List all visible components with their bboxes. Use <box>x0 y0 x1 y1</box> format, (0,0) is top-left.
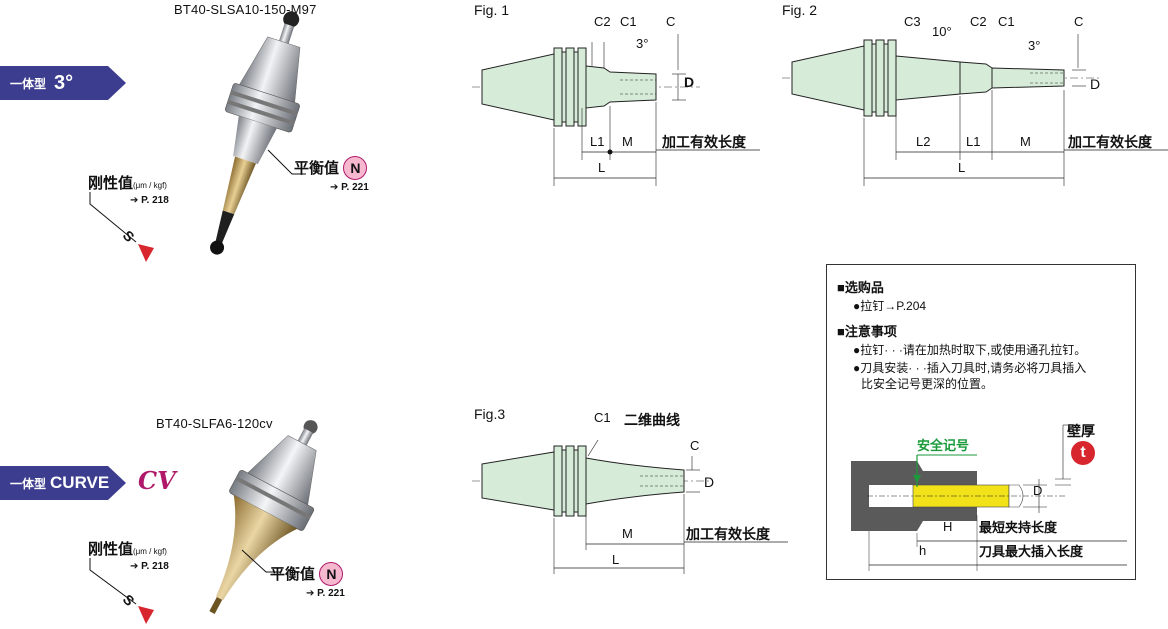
badge-prefix: 一体型 <box>10 76 47 91</box>
caution-item-2: ●刀具安装· · ·插入刀具时,请务必将刀具插入 <box>853 361 1087 375</box>
fig2-angle-10: 10° <box>932 24 952 39</box>
safety-mark-label: 安全记号 <box>917 438 970 453</box>
fig2-d: D <box>1090 76 1101 92</box>
cv-logo: CV <box>138 466 176 495</box>
diagram-d: D <box>1033 483 1043 498</box>
fig2-c2: C2 <box>970 14 987 29</box>
stiffness-label-1: 刚性值(μm / kgf) <box>88 175 167 192</box>
caution-title: ■注意事项 <box>837 324 897 339</box>
balance-n-icon: N <box>319 562 344 586</box>
notes-panel: ■选购品 ●拉钉→P.204 ■注意事项 ●拉钉· · ·请在加热时取下,或使用… <box>826 264 1136 580</box>
stiffness-pointer-1 <box>89 192 154 262</box>
fig1-title: Fig. 1 <box>474 2 510 18</box>
fig2-l1: L1 <box>966 134 981 149</box>
fig1-effective-length: 加工有效长度 <box>662 134 746 150</box>
balance-n-icon: N <box>343 156 368 180</box>
fig2-effective-length: 加工有效长度 <box>1068 134 1152 150</box>
badge-value: 3° <box>54 71 74 94</box>
balance-label-2: 平衡值 N <box>270 562 344 586</box>
fig1-m: M <box>622 134 633 149</box>
fig2-l: L <box>958 160 966 175</box>
balance-label-1: 平衡值 N <box>294 156 368 180</box>
balance-ref-1[interactable]: ➔ P. 221 <box>330 182 369 193</box>
stiffness-ref-2[interactable]: ➔ P. 218 <box>130 561 169 572</box>
fig1-c2: C2 <box>594 14 611 29</box>
wall-thickness-label: 壁厚 <box>1067 423 1095 439</box>
optional-item[interactable]: ●拉钉→P.204 <box>853 299 927 313</box>
stiffness-ref-1[interactable]: ➔ P. 218 <box>130 195 169 206</box>
product-1-model: BT40-SLSA10-150-M97 <box>174 2 317 17</box>
product-2-badge: 一体型 CURVE <box>0 466 126 500</box>
fig1-l: L <box>598 160 606 175</box>
fig3-l: L <box>612 552 620 567</box>
fig3-effective-length: 加工有效长度 <box>686 526 770 542</box>
fig1-l1: L1 <box>590 134 605 149</box>
fig2-angle-3: 3° <box>1028 38 1041 53</box>
fig3-c: C <box>690 438 700 453</box>
fig1-drawing <box>472 34 760 186</box>
caution-item-2-cont: 比安全记号更深的位置。 <box>861 377 994 391</box>
max-insert-length: 刀具最大插入长度 <box>979 544 1084 559</box>
fig2-c: C <box>1074 14 1084 29</box>
holder-image-2 <box>209 420 318 614</box>
holder-image-1 <box>210 11 301 255</box>
fig2-drawing <box>782 34 1168 186</box>
fig3-c1: C1 <box>594 410 611 425</box>
stiffness-pointer-2 <box>89 558 154 624</box>
fig1-d: D <box>684 74 695 90</box>
fig1-c1: C1 <box>620 14 637 29</box>
caution-item-1: ●拉钉· · ·请在加热时取下,或使用通孔拉钉。 <box>853 343 1087 357</box>
balance-pointer-1 <box>267 149 306 175</box>
fig2-m: M <box>1020 134 1031 149</box>
fig1-angle: 3° <box>636 36 649 51</box>
balance-ref-2[interactable]: ➔ P. 221 <box>306 588 345 599</box>
fig3-d: D <box>704 474 715 490</box>
diagram-h-upper: H <box>943 519 953 534</box>
safety-mark-diagram <box>851 424 1127 571</box>
wall-t-icon: t <box>1071 441 1095 465</box>
fig3-title: Fig.3 <box>474 406 506 422</box>
fig2-title: Fig. 2 <box>782 2 818 18</box>
min-clamp-length: 最短夹持长度 <box>979 520 1058 535</box>
fig3-m: M <box>622 526 633 541</box>
badge-arrow-shape <box>0 466 126 500</box>
fig2-c1: C1 <box>998 14 1015 29</box>
badge-prefix: 一体型 <box>10 476 47 491</box>
product-2-model: BT40-SLFA6-120cv <box>156 416 273 431</box>
fig2-c3: C3 <box>904 14 921 29</box>
fig3-curve-label: 二维曲线 <box>624 412 680 428</box>
optional-title: ■选购品 <box>837 280 884 295</box>
badge-arrow-shape <box>0 66 126 100</box>
fig3-drawing <box>472 439 788 574</box>
badge-value: CURVE <box>50 473 110 492</box>
fig1-c: C <box>666 14 676 29</box>
fig2-l2: L2 <box>916 134 931 149</box>
stiffness-label-2: 刚性值(μm / kgf) <box>88 541 167 558</box>
diagram-h-lower: h <box>919 543 927 558</box>
balance-pointer-2 <box>241 549 280 573</box>
product-1-badge: 一体型 3° <box>0 66 126 100</box>
